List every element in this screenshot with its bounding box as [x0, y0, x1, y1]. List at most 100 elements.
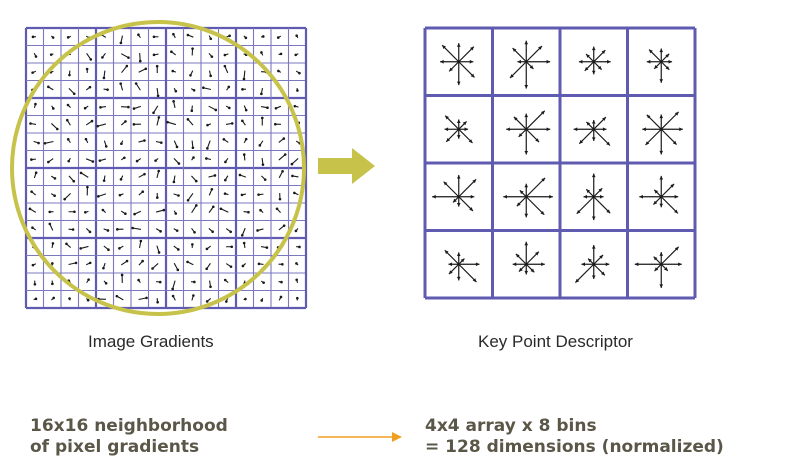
- gradient-vector-tip: [209, 74, 212, 78]
- histogram-bin-arrowhead: [440, 59, 444, 64]
- histogram-bin-vector: [458, 263, 477, 283]
- histogram-bin-arrowhead: [578, 59, 583, 64]
- gradient-vector-tip: [88, 230, 92, 234]
- orientation-histogram: [576, 173, 611, 221]
- gradient-vector-tip: [107, 248, 110, 251]
- gradient-vector-tip: [261, 35, 265, 38]
- gradient-vector-tip: [294, 53, 298, 57]
- gradient-vector-tip: [104, 145, 108, 148]
- gradient-vector-tip: [175, 145, 179, 149]
- gradient-vector-tip: [229, 265, 233, 268]
- gradient-vector-tip: [162, 208, 166, 212]
- gradient-vector: [80, 245, 89, 249]
- histogram-bin-arrowhead: [444, 127, 449, 132]
- histogram-bin-arrowhead: [535, 138, 540, 143]
- histogram-bin-vector: [660, 128, 678, 146]
- gradient-vector-tip: [96, 124, 99, 128]
- histogram-bin-vector: [660, 196, 679, 214]
- gradient-vector-tip: [276, 36, 280, 39]
- gradient-vector-tip: [156, 94, 160, 98]
- gradient-vector-tip: [176, 268, 180, 272]
- gradient-vector-tip: [206, 147, 209, 150]
- histogram-bin-arrowhead: [634, 262, 639, 267]
- gradient-vector-tip: [244, 297, 247, 301]
- histogram-bin-arrowhead: [464, 127, 469, 132]
- gradient-vector-tip: [85, 67, 89, 71]
- histogram-bin-arrowhead: [645, 141, 650, 146]
- gradient-vector: [50, 123, 58, 130]
- histogram-bin-vector: [443, 181, 460, 198]
- gradient-vector-tip: [118, 193, 122, 197]
- orientation-histogram: [573, 116, 611, 146]
- gradient-vector: [121, 65, 128, 74]
- histogram-bin-arrowhead: [659, 150, 664, 155]
- image-gradients-caption: Image Gradients: [88, 332, 214, 351]
- histogram-bin-arrowhead: [665, 53, 670, 58]
- gradient-vector-tip: [212, 205, 215, 209]
- histogram-bin-arrowhead: [654, 267, 659, 272]
- gradient-vector-tip: [241, 264, 245, 268]
- histogram-bin-vector: [525, 196, 545, 216]
- histogram-bin-arrowhead: [546, 127, 551, 132]
- histogram-bin-arrowhead: [591, 137, 596, 141]
- right-arrow-icon: [318, 148, 375, 184]
- gradient-vector-tip: [132, 123, 136, 126]
- gradient-vector-tip: [159, 141, 163, 144]
- gradient-vector-tip: [49, 53, 53, 56]
- histogram-bin-vector: [458, 178, 477, 198]
- gradient-vector-tip: [48, 222, 52, 226]
- gradient-vector-tip: [193, 280, 196, 284]
- histogram-bin-arrowhead: [510, 74, 514, 78]
- histogram-bin-arrowhead: [448, 270, 453, 275]
- histogram-bin-arrowhead: [518, 267, 523, 272]
- gradient-vector-tip: [118, 247, 121, 250]
- gradient-vector: [97, 123, 107, 127]
- gradient-vector-tip: [155, 64, 159, 68]
- orientation-histogram: [444, 115, 473, 144]
- gradient-vector-tip: [51, 36, 55, 39]
- gradient-vector-tip: [158, 280, 162, 284]
- gradient-vector: [206, 140, 211, 149]
- gradient-vector-tip: [189, 73, 192, 77]
- gradient-vector-tip: [83, 210, 87, 214]
- left-note-line-2: of pixel gradients: [30, 437, 200, 457]
- gradient-vector-tip: [240, 233, 244, 237]
- gradient-vector-tip: [119, 178, 123, 181]
- gradient-vector-tip: [205, 157, 208, 160]
- orientation-histogram: [578, 46, 611, 75]
- gradient-vector-tip: [170, 50, 173, 54]
- histogram-bin-arrowhead: [445, 115, 449, 120]
- histogram-bin-arrowhead: [453, 198, 457, 203]
- histogram-bin-arrowhead: [515, 253, 520, 258]
- gradient-vector-tip: [191, 146, 195, 150]
- right-note-line-1: 4x4 array x 8 bins: [425, 416, 597, 436]
- histogram-bin-arrowhead: [664, 267, 668, 271]
- gradient-vector-tip: [66, 138, 70, 141]
- gradient-vector: [172, 280, 176, 290]
- histogram-bin-arrowhead: [456, 119, 461, 124]
- gradient-vector-tip: [259, 208, 262, 212]
- gradient-vector-tip: [88, 85, 92, 89]
- histogram-bin-arrowhead: [674, 246, 679, 251]
- gradient-vector: [156, 117, 160, 126]
- gradient-vector-tip: [102, 179, 106, 182]
- gradient-vector-tip: [68, 73, 71, 77]
- gradient-vector-tip: [101, 56, 104, 59]
- gradient-vector-tip: [52, 296, 56, 300]
- gradient-vector-tip: [209, 285, 212, 289]
- gradient-vector-tip: [262, 281, 265, 284]
- orientation-histogram: [642, 111, 683, 155]
- histogram-bin-arrowhead: [469, 59, 474, 64]
- gradient-vector-tip: [223, 278, 227, 282]
- gradient-vector-tip: [171, 69, 175, 73]
- orientation-histogram: [509, 40, 551, 89]
- gradient-vector-tip: [43, 141, 47, 145]
- gradient-vector-tip: [34, 55, 38, 58]
- histogram-bin-arrowhead: [678, 262, 682, 267]
- gradient-vector-tip: [241, 88, 244, 91]
- gradient-vector-tip: [223, 53, 227, 57]
- gradient-vector-tip: [125, 64, 129, 68]
- gradient-vector-tip: [175, 229, 179, 232]
- gradient-vector-tip: [127, 56, 130, 59]
- gradient-vector-tip: [159, 230, 162, 233]
